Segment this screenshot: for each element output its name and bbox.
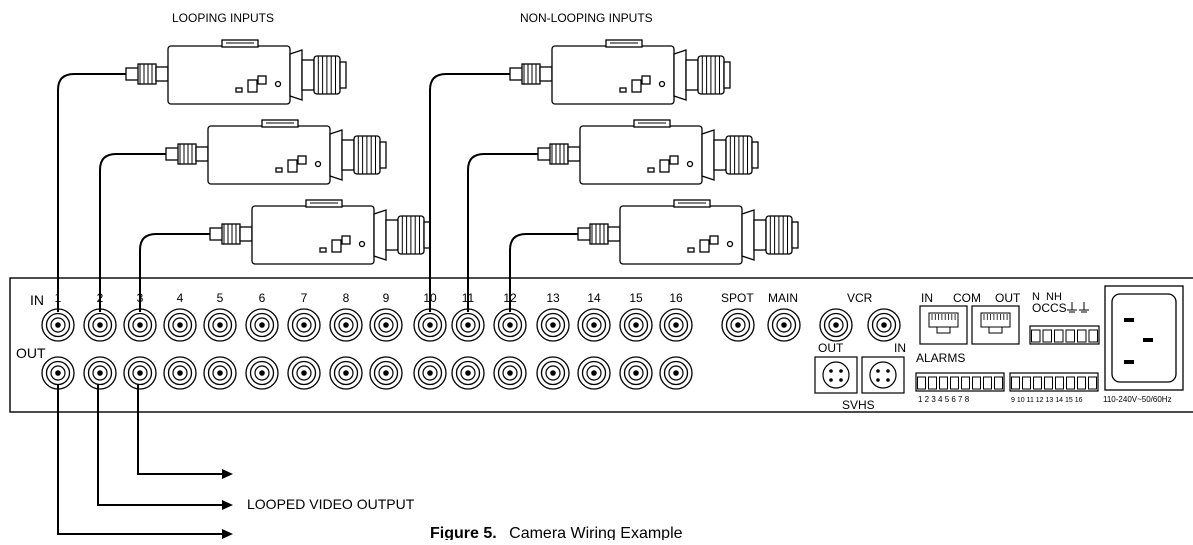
bnc-in-11 [451,308,485,342]
relay-terminal-block [1029,325,1100,345]
channel-number-15: 15 [629,291,643,305]
bnc-vcr-in [867,308,901,342]
bnc-in-14 [577,308,611,342]
bnc-in-10 [413,308,447,342]
ground-symbols [1067,302,1089,313]
spot-label: SPOT [721,291,754,305]
cable-channel-3 [139,233,210,312]
bnc-spot [721,308,755,342]
channel-number-16: 16 [669,291,683,305]
bnc-out-2 [83,356,117,390]
alarm-pins-1-8: 1 2 3 4 5 6 7 8 [918,395,970,404]
vcr-label: VCR [847,291,873,305]
com-in-label: IN [921,291,933,305]
com-in-port [919,305,968,345]
camera-looping-2 [165,119,387,185]
svhs-in-port [861,356,905,394]
camera-nonlooping-10 [509,39,731,105]
cables-group [57,73,578,312]
channel-number-6: 6 [259,291,266,305]
main-label: MAIN [768,291,798,305]
bnc-out-12 [493,356,527,390]
bnc-in-1 [41,308,75,342]
bnc-out-13 [536,356,570,390]
cable-channel-10 [429,73,510,312]
out-row-label: OUT [16,345,46,361]
relay-label: N NH [1032,291,1062,303]
channel-number-5: 5 [217,291,224,305]
alarm-terminal-block-1-8 [915,372,1005,392]
bnc-vcr-out [819,308,853,342]
channel-number-14: 14 [587,291,601,305]
cable-channel-12 [509,233,578,312]
caption-title: Camera Wiring Example [509,525,682,540]
alarm-terminal-block-9-16 [1009,372,1099,392]
bnc-out-4 [163,356,197,390]
alarms-label: ALARMS [916,351,965,365]
bnc-out-3 [123,356,157,390]
bnc-out-14 [577,356,611,390]
arrow-heads [222,469,233,539]
caption-figure-number: Figure 5. [430,525,497,540]
figure-caption: Figure 5. Camera Wiring Example [430,525,683,540]
bnc-out-5 [203,356,237,390]
bnc-in-8 [329,308,363,342]
com-out-label: OUT [995,291,1021,305]
bnc-out-9 [369,356,403,390]
cameras-group [125,39,799,265]
bnc-in-6 [245,308,279,342]
channel-number-8: 8 [343,291,350,305]
channel-number-7: 7 [301,291,308,305]
bnc-out-1 [41,356,75,390]
bnc-in-15 [619,308,653,342]
cable-channel-1 [57,73,126,312]
bnc-in-4 [163,308,197,342]
com-out-port [971,305,1020,345]
output-arrows [57,385,225,535]
bnc-main [767,308,801,342]
svhs-out-port [814,356,858,394]
bnc-out-15 [619,356,653,390]
relay-pins-label: OCCS [1032,301,1067,315]
bnc-in-12 [493,308,527,342]
camera-looping-3 [209,199,431,265]
camera-looping-1 [125,39,347,105]
bnc-in-5 [203,308,237,342]
camera-nonlooping-11 [537,119,759,185]
svhs-in-label: IN [894,341,906,355]
bnc-in-9 [369,308,403,342]
svhs-label: SVHS [842,398,875,412]
channel-number-4: 4 [177,291,184,305]
in-row-label: IN [30,292,44,308]
looped-video-output-label: LOOPED VIDEO OUTPUT [247,496,415,512]
cable-channel-11 [467,153,538,312]
bnc-out-10 [413,356,447,390]
camera-nonlooping-12 [577,199,799,265]
cable-channel-2 [99,153,166,312]
bnc-out-7 [287,356,321,390]
com-in-pins [931,314,1008,320]
bnc-in-16 [659,308,693,342]
bnc-out-8 [329,356,363,390]
bnc-in-13 [536,308,570,342]
power-rating-label: 110-240V~50/60Hz [1103,395,1172,404]
non-looping-inputs-label: NON-LOOPING INPUTS [520,11,653,25]
com-label: COM [953,291,981,305]
bnc-out-16 [659,356,693,390]
bnc-in-7 [287,308,321,342]
bnc-in-3 [123,308,157,342]
bnc-in-2 [83,308,117,342]
looping-inputs-label: LOOPING INPUTS [172,11,274,25]
power-inlet [1104,285,1184,391]
channel-number-9: 9 [383,291,390,305]
bnc-out-6 [245,356,279,390]
alarm-pins-9-16: 9 10 11 12 13 14 15 16 [1011,397,1083,404]
bnc-out-11 [451,356,485,390]
channel-number-13: 13 [546,291,560,305]
svhs-out-label: OUT [818,341,844,355]
